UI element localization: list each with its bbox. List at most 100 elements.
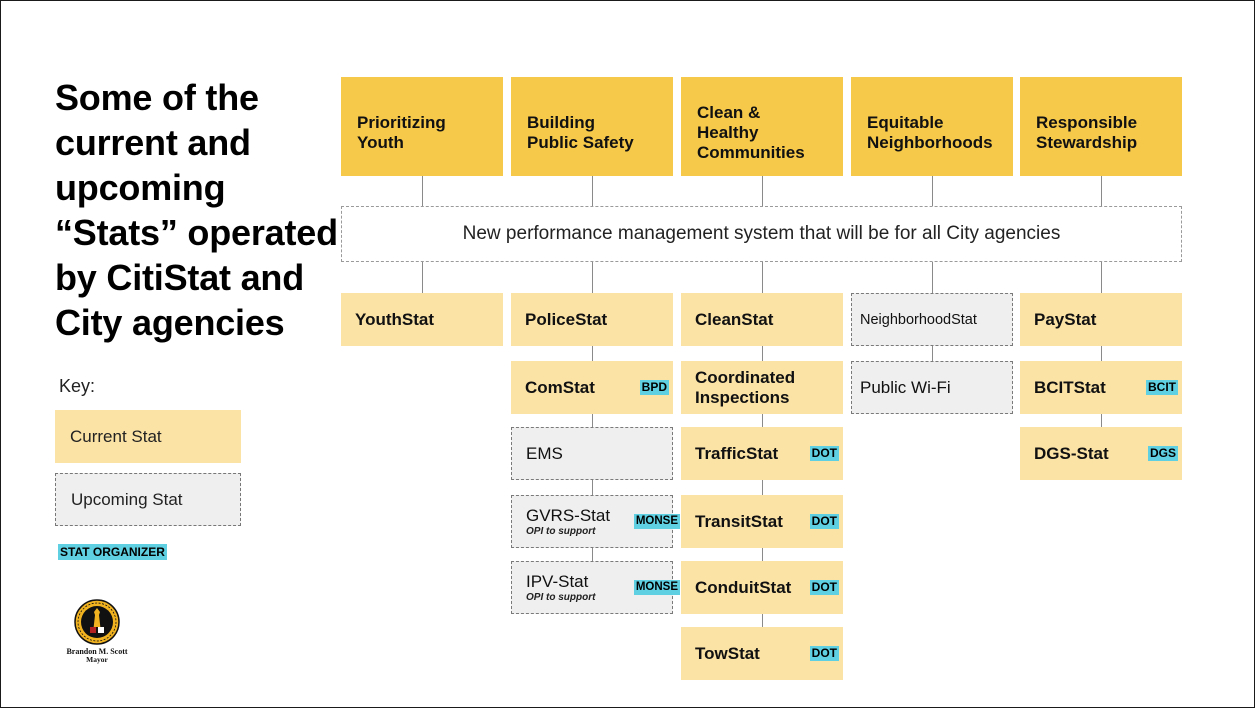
stat-box: YouthStat <box>341 293 503 346</box>
stat-content: CleanStat <box>695 310 773 330</box>
stat-name: IPV-Stat <box>526 571 589 591</box>
pillar-header-line: Equitable <box>867 112 944 132</box>
stat-content: NeighborhoodStat <box>860 310 977 330</box>
connector-line <box>932 346 933 361</box>
pillar-header-line: Public Safety <box>527 132 634 152</box>
stat-organizer-badge: DOT <box>809 646 839 661</box>
title-line: City agencies <box>55 302 285 343</box>
connector-line <box>592 346 593 361</box>
stat-name: BCITStat <box>1034 377 1106 397</box>
stat-name: GVRS-Stat <box>526 505 611 525</box>
title-line: by CitiStat and <box>55 257 305 298</box>
stat-name: ComStat <box>525 377 595 397</box>
stat-content: PayStat <box>1034 310 1096 330</box>
stat-name: TowStat <box>695 643 760 663</box>
stat-organizer-badge: BPD <box>639 380 669 395</box>
stat-name: Coordinated Inspections <box>695 367 796 407</box>
connector-line <box>762 262 763 293</box>
connector-line <box>762 346 763 361</box>
stat-box: Coordinated Inspections <box>681 361 843 414</box>
pillar-header-line: Building <box>527 112 595 132</box>
connector-line <box>592 176 593 206</box>
pillar-header-line: Prioritizing <box>357 112 446 132</box>
stat-content: PoliceStat <box>525 310 607 330</box>
pillar-header-line: Clean & <box>697 102 761 122</box>
stat-content: YouthStat <box>355 310 434 330</box>
key-upcoming-stat: Upcoming Stat <box>55 473 241 526</box>
stat-content: TowStat <box>695 644 760 664</box>
key-stat-organizer: STAT ORGANIZER <box>58 544 167 560</box>
stat-box: TowStat DOT <box>681 627 843 680</box>
stat-content: ComStat <box>525 378 595 398</box>
stat-content: ConduitStat <box>695 578 791 598</box>
pillar-header-line: Communities <box>697 142 805 162</box>
stat-name: TrafficStat <box>695 443 779 463</box>
stat-box: DGS-Stat DGS <box>1020 427 1182 480</box>
stat-content: Coordinated Inspections <box>695 368 825 408</box>
key-current-label: Current Stat <box>70 426 162 446</box>
stat-support-note: OPI to support <box>526 525 596 537</box>
title-line: upcoming <box>55 167 226 208</box>
stat-box: BCITStat BCIT <box>1020 361 1182 414</box>
stat-name: NeighborhoodStat <box>860 311 977 328</box>
stat-box: PayStat <box>1020 293 1182 346</box>
stat-box: TransitStat DOT <box>681 495 843 548</box>
connector-line <box>592 480 593 495</box>
stat-box: NeighborhoodStat <box>851 293 1013 346</box>
stat-name: YouthStat <box>355 309 435 329</box>
stat-content: TransitStat <box>695 512 783 532</box>
stat-box: PoliceStat <box>511 293 673 346</box>
stat-organizer-badge: DGS <box>1147 446 1178 461</box>
stat-name: ConduitStat <box>695 577 792 597</box>
stat-content: Public Wi-Fi <box>860 378 951 398</box>
stat-organizer-badge: DOT <box>809 446 839 461</box>
stat-name: CleanStat <box>695 309 774 329</box>
connector-line <box>762 176 763 206</box>
stat-content: BCITStat <box>1034 378 1106 398</box>
title-line: current and <box>55 122 251 163</box>
stat-box: Public Wi-Fi <box>851 361 1013 414</box>
stat-name: PoliceStat <box>525 309 608 329</box>
stat-content: DGS-Stat <box>1034 444 1109 464</box>
connector-line <box>762 414 763 427</box>
stat-name: PayStat <box>1034 309 1097 329</box>
connector-line <box>422 262 423 293</box>
stat-content: EMS <box>526 444 563 464</box>
connector-line <box>932 176 933 206</box>
connector-line <box>762 548 763 561</box>
stat-organizer-badge: BCIT <box>1146 380 1178 395</box>
title-line: Some of the <box>55 77 259 118</box>
mayor-title: Mayor <box>86 655 108 664</box>
pillar-header-line: Youth <box>357 132 404 152</box>
performance-system-bar: New performance management system that w… <box>341 206 1182 262</box>
stat-box: EMS <box>511 427 673 480</box>
stat-organizer-badge: DOT <box>809 514 839 529</box>
stat-name: TransitStat <box>695 511 783 531</box>
stat-organizer-badge: MONSE <box>633 514 680 529</box>
connector-line <box>422 176 423 206</box>
stat-support-note: OPI to support <box>526 591 596 603</box>
pillar-header-line: Responsible <box>1036 112 1138 132</box>
stat-name: EMS <box>526 443 563 463</box>
connector-line <box>1101 414 1102 427</box>
city-seal-icon <box>74 599 120 645</box>
connector-line <box>1101 176 1102 206</box>
stat-name: DGS-Stat <box>1034 443 1109 463</box>
connector-line <box>1101 262 1102 293</box>
stat-name: Public Wi-Fi <box>860 377 951 397</box>
key-upcoming-label: Upcoming Stat <box>71 489 183 509</box>
